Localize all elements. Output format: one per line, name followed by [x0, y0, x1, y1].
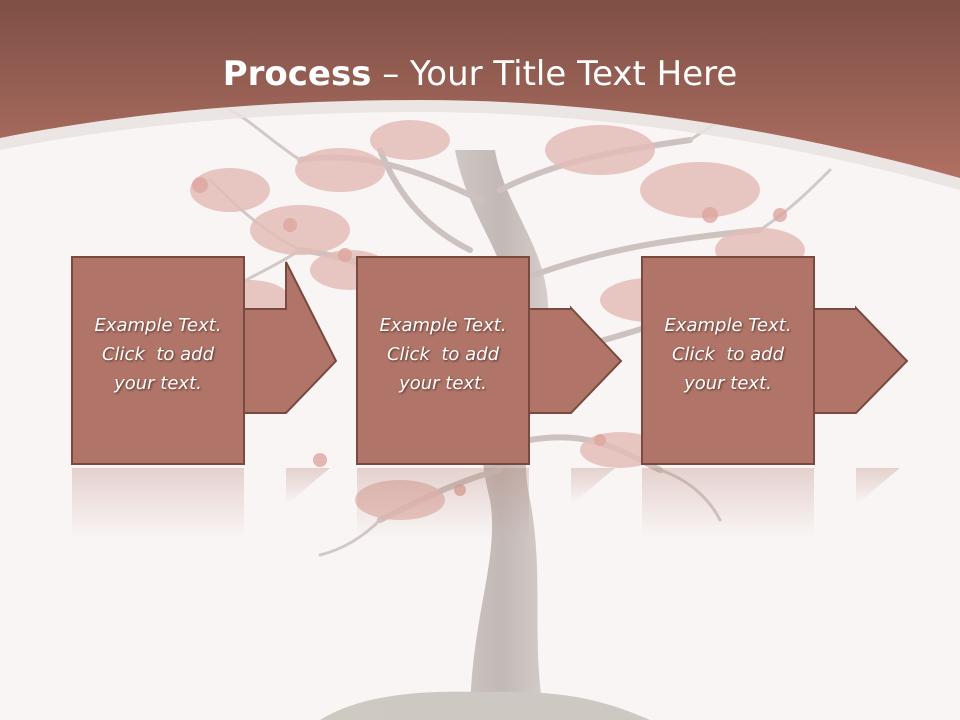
step-3-text[interactable]: Example Text. Click to add your text. — [642, 311, 814, 398]
step-1-line-1: Example Text. — [94, 315, 222, 336]
title-rest-text: – Your Title Text Here — [371, 54, 738, 94]
header-banner — [0, 0, 960, 190]
step-3-box[interactable] — [641, 256, 815, 465]
step-1-line-3: your text. — [114, 373, 202, 394]
step-3-line-1: Example Text. — [664, 315, 792, 336]
slide-title[interactable]: Process – Your Title Text Here — [0, 50, 960, 98]
step-1-line-2: Click to add — [101, 344, 214, 365]
title-bold-text: Process — [222, 54, 372, 94]
step-3-arrow[interactable] — [813, 305, 909, 414]
step-3-line-3: your text. — [684, 373, 772, 394]
step-2-text[interactable]: Example Text. Click to add your text. — [357, 311, 529, 398]
step-1-reflection — [72, 468, 330, 538]
step-2-line-2: Click to add — [386, 344, 499, 365]
step-3-reflection — [642, 468, 900, 538]
step-2-line-3: your text. — [399, 373, 487, 394]
step-2-reflection — [357, 468, 615, 538]
step-2-line-1: Example Text. — [379, 315, 507, 336]
step-2-arrow[interactable] — [528, 305, 623, 414]
step-2-box[interactable] — [356, 256, 530, 465]
step-1-text[interactable]: Example Text. Click to add your text. — [72, 311, 244, 398]
step-3-line-2: Click to add — [671, 344, 784, 365]
step-1-arrow[interactable] — [243, 261, 338, 414]
step-1-box[interactable] — [71, 256, 245, 465]
